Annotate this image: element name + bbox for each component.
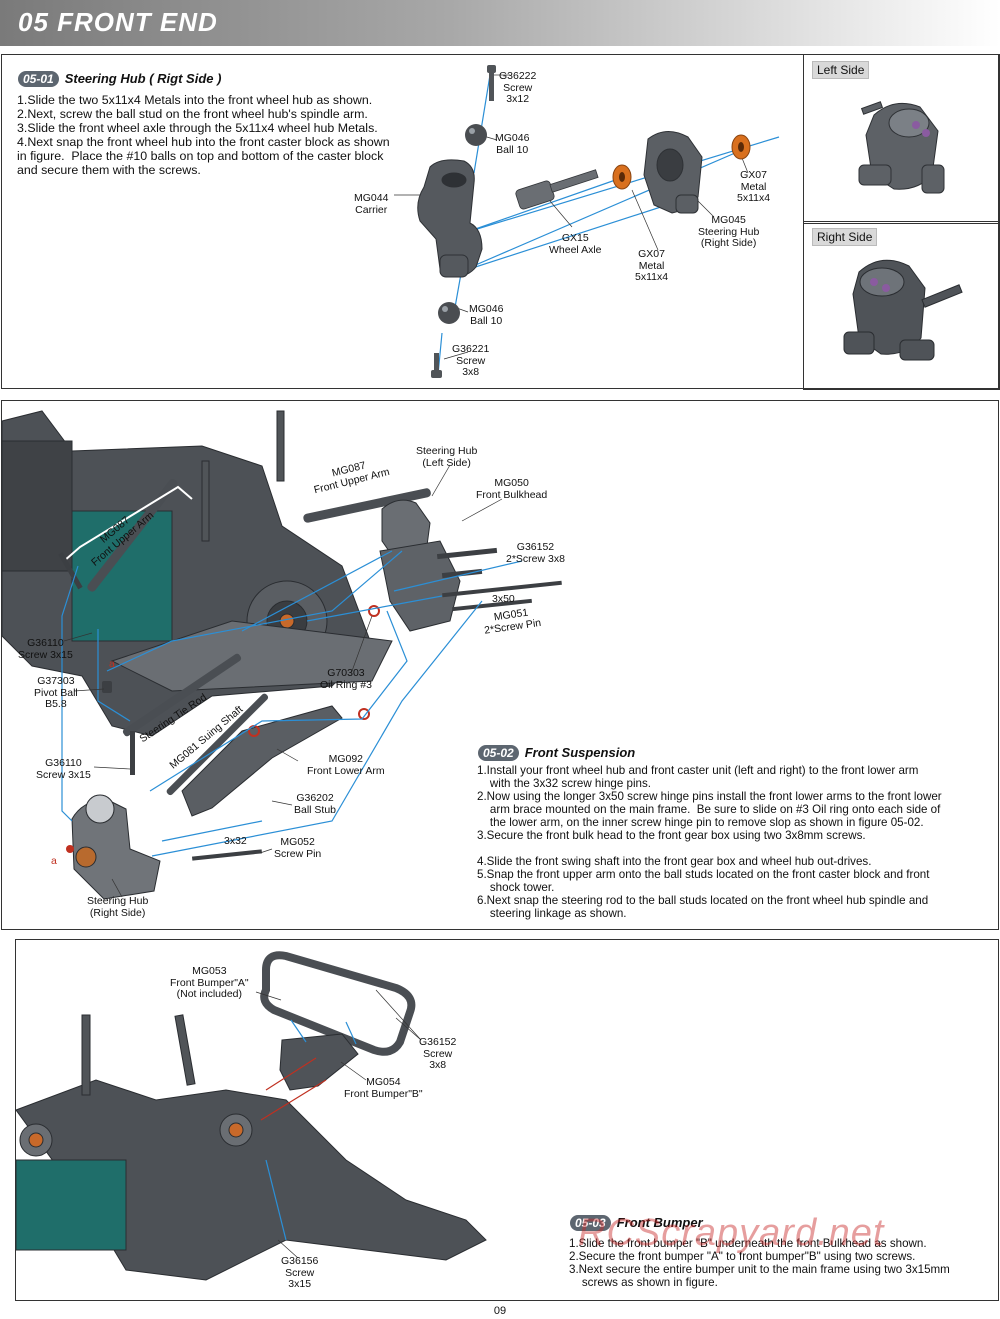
instruction-list: 1.Install your front wheel hub and front… — [477, 764, 942, 920]
front-suspension-diagram — [1, 410, 562, 900]
instruction-list: 1.Slide the two 5x11x4 Metals into the f… — [17, 93, 390, 177]
section-header-bar: 05 FRONT END — [0, 0, 1000, 46]
steering-hub-left-side — [379, 499, 461, 632]
instruction-line: 3.Secure the front bulk head to the fron… — [477, 829, 866, 842]
step-number-badge: 05-03 — [570, 1215, 611, 1231]
step-heading-05-02: 05-02 Front Suspension — [478, 745, 635, 761]
instruction-line: 4.Slide the front swing shaft into the f… — [477, 855, 872, 868]
step-title: Front Suspension — [524, 745, 636, 760]
carrier-part — [417, 159, 483, 278]
screw-3x8 — [431, 353, 442, 378]
steering-hub-part — [643, 131, 703, 214]
instruction-line: shock tower. — [477, 881, 555, 894]
instruction-line: 2.Next, screw the ball stud on the front… — [17, 107, 368, 121]
instruction-list: 1.Slide the front bumper "B" underneath … — [569, 1237, 950, 1289]
instruction-line: steering linkage as shown. — [477, 907, 627, 920]
label-3x50: 3x50 — [492, 593, 515, 605]
instruction-line: and secure them with the screws. — [17, 163, 201, 177]
instruction-line: 5.Snap the front upper arm onto the ball… — [477, 868, 930, 881]
screw-3x12 — [487, 65, 496, 101]
label-steering-hub-right: Steering Hub(Right Side) — [87, 895, 149, 919]
instruction-line: 4.Next snap the front wheel hub into the… — [17, 135, 390, 149]
hub-left-side-illustration — [858, 101, 945, 194]
label-3x32: 3x32 — [224, 835, 247, 847]
right-side-label: Right Side — [812, 228, 878, 246]
step-number-badge: 05-02 — [478, 745, 519, 761]
section-title: 05 FRONT END — [18, 7, 218, 37]
front-bumper-diagram — [15, 951, 487, 1281]
front-bumper-a — [260, 951, 416, 1056]
chassis-front — [15, 1014, 487, 1281]
steering-hub-exploded-diagram — [394, 65, 780, 378]
chassis-frame — [1, 410, 393, 737]
right-side-view: Right Side — [803, 221, 1000, 390]
instruction-line: 2.Secure the front bumper "A" to front b… — [569, 1250, 916, 1263]
label-a-top: a — [109, 658, 115, 670]
wheel-axle — [515, 169, 599, 210]
instruction-line: with the 3x32 screw hinge pins. — [477, 777, 651, 790]
instruction-line — [477, 842, 942, 855]
page-number: 09 — [493, 1305, 507, 1317]
step-number-badge: 05-01 — [18, 71, 59, 87]
instruction-line: 3.Slide the front wheel axle through the… — [17, 121, 378, 135]
ball-10-bottom — [438, 302, 460, 324]
swing-shaft — [166, 693, 269, 796]
instruction-line: in figure. Place the #10 balls on top an… — [17, 149, 384, 163]
label-steering-hub-left: Steering Hub(Left Side) — [416, 445, 478, 469]
instruction-line: 1.Slide the front bumper "B" underneath … — [569, 1237, 927, 1250]
step-title: Steering Hub ( Rigt Side ) — [64, 71, 222, 86]
instruction-line: 2.Now using the longer 3x50 screw hinge … — [477, 790, 942, 803]
instruction-line: 1.Slide the two 5x11x4 Metals into the f… — [17, 93, 373, 107]
instruction-line: arm brace mounted on the main frame. Be … — [477, 803, 941, 816]
front-bumper-b — [279, 1033, 359, 1091]
watermark: RCScrapyard.net — [578, 1212, 885, 1254]
front-upper-arm-top — [303, 488, 431, 523]
instruction-line: the lower arm, on the inner screw hinge … — [477, 816, 924, 829]
instruction-line: 3.Next secure the entire bumper unit to … — [569, 1263, 950, 1276]
steering-hub-right-side — [71, 794, 161, 900]
instruction-line: screws as shown in figure. — [569, 1276, 718, 1289]
ball-10-top — [465, 124, 487, 146]
step-heading-05-03: 05-03 Front Bumper — [570, 1215, 703, 1231]
step-heading-05-01: 05-01 Steering Hub ( Rigt Side ) — [18, 71, 221, 87]
step-title: Front Bumper — [616, 1215, 703, 1230]
steering-tie-rod — [122, 653, 242, 737]
instruction-line: 6.Next snap the steering rod to the ball… — [477, 894, 929, 907]
instruction-line: 1.Install your front wheel hub and front… — [477, 764, 919, 777]
panel-05-01: 05-01 Steering Hub ( Rigt Side ) 1.Slide … — [1, 54, 1000, 390]
hub-right-side-illustration — [843, 259, 963, 361]
label-a-bottom: a — [51, 855, 57, 867]
left-side-label: Left Side — [812, 61, 870, 79]
left-side-view: Left Side — [803, 54, 1000, 224]
front-upper-arm-left — [87, 478, 178, 592]
oil-ring — [368, 605, 380, 617]
